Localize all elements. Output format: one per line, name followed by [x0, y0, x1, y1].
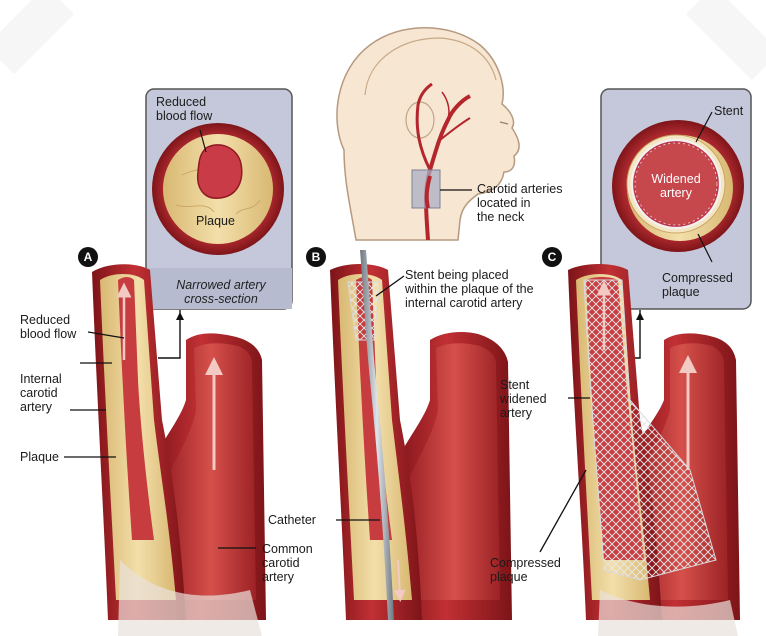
- label-common-carotid: Common carotid artery: [262, 542, 313, 584]
- label-reduced-blood-flow: Reduced blood flow: [20, 313, 76, 341]
- panel-c-badge: C: [542, 247, 562, 267]
- label-catheter: Catheter: [268, 513, 316, 527]
- panel-a-badge: A: [78, 247, 98, 267]
- label-internal-carotid: Internal carotid artery: [20, 372, 62, 414]
- label-stent-being-placed: Stent being placed within the plaque of …: [405, 268, 534, 310]
- label-widened-inset: Widened artery: [646, 172, 706, 200]
- label-stent-inset: Stent: [714, 104, 743, 118]
- label-compressed-inset: Compressed plaque: [662, 271, 733, 299]
- label-stent-widened: Stent widened artery: [500, 378, 547, 420]
- label-carotid-location: Carotid arteries located in the neck: [477, 182, 562, 224]
- panel-b-badge: B: [306, 247, 326, 267]
- label-plaque-inset: Plaque: [196, 214, 235, 228]
- label-narrowed-caption: Narrowed artery cross-section: [166, 278, 276, 306]
- label-plaque: Plaque: [20, 450, 59, 464]
- label-compressed-plaque: Compressed plaque: [490, 556, 561, 584]
- label-reduced-blood-flow-inset: Reduced blood flow: [156, 95, 212, 123]
- artery-narrowed: [64, 264, 266, 636]
